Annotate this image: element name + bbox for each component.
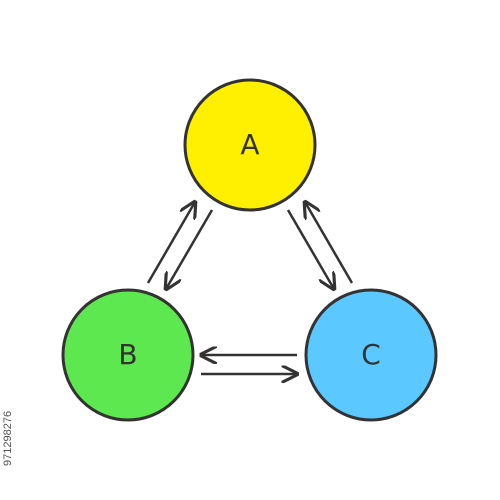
node-c-circle — [304, 288, 438, 422]
arrow-b-to-a — [146, 202, 195, 284]
node-a-label: A — [240, 128, 259, 161]
arrow-a-to-b — [166, 209, 214, 289]
node-a-circle — [183, 78, 317, 212]
node-a: A — [183, 78, 317, 212]
node-b-circle — [61, 288, 195, 422]
node-b: B — [61, 288, 195, 422]
node-c-label: C — [361, 338, 381, 371]
node-c: C — [304, 288, 438, 422]
stock-image-id: 971298276 — [2, 410, 14, 466]
node-b-label: B — [118, 338, 137, 371]
arrow-c-to-a — [305, 202, 354, 284]
arrow-a-to-c — [286, 209, 334, 289]
